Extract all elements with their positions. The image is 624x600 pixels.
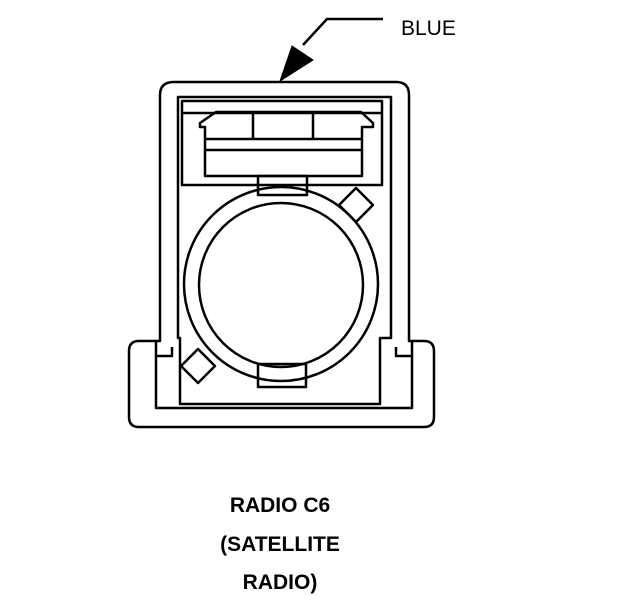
callout-leader-line [302,17,383,46]
socket-outer-ring [182,185,380,383]
keying-tab-right [337,186,375,224]
side-notch-right [394,341,414,358]
arrowhead-icon [279,45,314,83]
keying-tab-left [179,347,217,385]
latch-body [198,110,375,178]
connector-subtitle-line-1: (SATELLITE [220,533,340,556]
socket-inner-ring [197,201,365,369]
connector-inner-wall [176,95,393,406]
wire-color-label: BLUE [401,17,456,40]
connector-title: RADIO C6 [229,494,331,517]
keying-tab-bottom [256,362,308,389]
connector-subtitle-line-2: RADIO) [242,571,318,594]
side-notch-left [154,341,174,358]
lower-channel-outline [154,356,414,410]
connector-housing-outline [127,80,436,429]
latch-stem [256,174,309,197]
latch-window [180,99,384,187]
